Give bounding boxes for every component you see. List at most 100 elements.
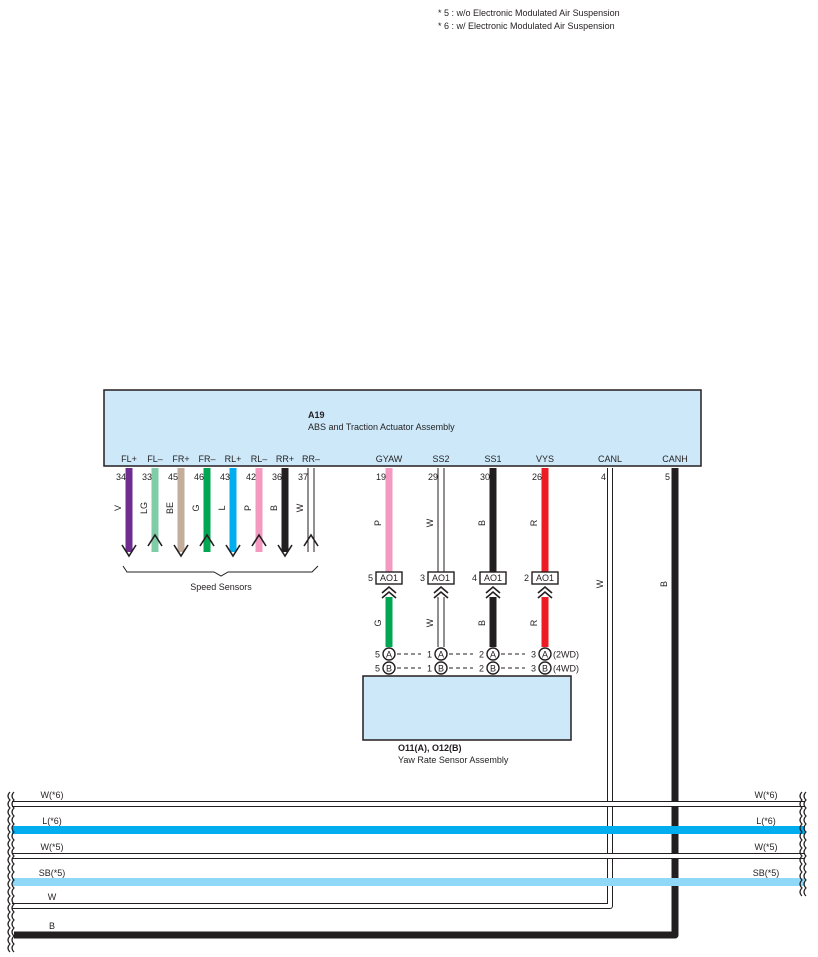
yaw-top-color-2: B <box>477 520 487 526</box>
connector-b-2 <box>486 661 500 675</box>
break-left-a <box>11 791 15 953</box>
speed-wire-color-2: BE <box>165 502 175 514</box>
canh-pin-name: CANH <box>662 454 688 464</box>
canl-pin-name: CANL <box>598 454 622 464</box>
canl-pin-num: 4 <box>601 472 606 482</box>
connector-b-pin-2: 2 <box>479 664 484 674</box>
connector-a-0 <box>382 647 396 661</box>
speed-sensors-brace <box>122 565 319 577</box>
connector-a-pin-2: 2 <box>479 650 484 660</box>
pin-name-5: RL– <box>251 454 268 464</box>
speed-arrow-6 <box>277 544 293 558</box>
connector-b-pin-3: 3 <box>531 664 536 674</box>
junction-box-1 <box>427 571 455 585</box>
pin-name-3: FR– <box>198 454 215 464</box>
yaw-sensor-box <box>362 675 572 741</box>
ecu-code: A19 <box>308 410 325 420</box>
speed-wire-color-7: W <box>295 503 305 512</box>
yaw-bot-color-3: R <box>529 619 539 626</box>
pin-num-2: 45 <box>168 472 178 482</box>
note-6: * 6 : w/ Electronic Modulated Air Suspen… <box>438 21 615 31</box>
bus-label-right-3: SB(*5) <box>753 868 780 878</box>
chevron-b-1 <box>433 590 449 599</box>
yaw-pin-num-0: 19 <box>376 472 386 482</box>
break-left-b <box>7 791 11 953</box>
connector-a-letter-2: A <box>490 650 496 660</box>
yaw-bot-color-2: B <box>477 620 487 626</box>
connector-b-letter-1: B <box>438 664 444 674</box>
junction-box-3 <box>531 571 559 585</box>
pin-name-7: RR– <box>302 454 320 464</box>
connector-a-1 <box>434 647 448 661</box>
sensor-name: Yaw Rate Sensor Assembly <box>398 755 509 765</box>
pin-name-4: RL+ <box>225 454 242 464</box>
canl-wire-core <box>12 468 612 908</box>
bus-label-left-4: W <box>48 892 57 902</box>
connector-b-1 <box>434 661 448 675</box>
bus-label-right-0: W(*6) <box>755 790 778 800</box>
speed-wire-color-0: V <box>113 505 123 511</box>
pin-num-6: 36 <box>272 472 282 482</box>
speed-wire-color-4: L <box>217 505 227 510</box>
connector-a-letter-1: A <box>438 650 444 660</box>
connector-b-0 <box>382 661 396 675</box>
speed-wire-color-3: G <box>191 504 201 511</box>
junction-name-1: AO1 <box>432 573 450 583</box>
connector-a-3 <box>538 647 552 661</box>
connector-b-letter-0: B <box>386 664 392 674</box>
pin-num-5: 42 <box>246 472 256 482</box>
junction-box-2 <box>479 571 507 585</box>
connector-b-pin-1: 1 <box>427 664 432 674</box>
bus-label-left-0: W(*6) <box>41 790 64 800</box>
pin-name-6: RR+ <box>276 454 294 464</box>
canl-wire-color: W <box>595 579 605 588</box>
junction-pin-0: 5 <box>368 573 373 583</box>
yaw-pin-name-3: VYS <box>536 454 554 464</box>
junction-name-0: AO1 <box>380 573 398 583</box>
break-right-a <box>803 791 807 897</box>
yaw-sensor-wires: GYAW19PAO15GAB55GYAWSS229WAO13WAB11YAW2S… <box>368 454 579 690</box>
bus-label-left-2: W(*5) <box>41 842 64 852</box>
speed-arrow-0 <box>121 544 137 558</box>
chevron-b-0 <box>381 590 397 599</box>
junction-box-0 <box>375 571 403 585</box>
yaw-pin-name-2: SS1 <box>484 454 501 464</box>
speed-arrow-3 <box>199 533 215 547</box>
speed-arrow-7 <box>303 533 319 547</box>
connector-a-2 <box>486 647 500 661</box>
bus-label-left-3: SB(*5) <box>39 868 66 878</box>
canh-wire <box>14 468 679 939</box>
pin-num-4: 43 <box>220 472 230 482</box>
connector-b-pin-0: 5 <box>375 664 380 674</box>
yaw-top-color-3: R <box>529 519 539 526</box>
bus-label-right-1: L(*6) <box>756 816 776 826</box>
yaw-bot-color-1: W <box>425 618 435 627</box>
speed-arrow-5 <box>251 533 267 547</box>
pin-name-2: FR+ <box>172 454 189 464</box>
canh-pin-num: 5 <box>665 472 670 482</box>
canh-wire-color: B <box>659 581 669 587</box>
chevron-a-1 <box>433 585 449 594</box>
connector-b-3 <box>538 661 552 675</box>
chevron-b-3 <box>537 590 553 599</box>
note-5: * 5 : w/o Electronic Modulated Air Suspe… <box>438 8 620 18</box>
note-2wd: (2WD) <box>553 650 579 660</box>
bus-label-right-2: W(*5) <box>755 842 778 852</box>
chevron-a-0 <box>381 585 397 594</box>
ecu-box <box>103 389 702 467</box>
bus-label-left-5: B <box>49 921 55 931</box>
yaw-bot-color-0: G <box>373 619 383 626</box>
note-4wd: (4WD) <box>553 664 579 674</box>
chevron-b-2 <box>485 590 501 599</box>
junction-name-3: AO1 <box>536 573 554 583</box>
yaw-top-color-0: P <box>373 520 383 526</box>
connector-a-letter-0: A <box>386 650 392 660</box>
pin-num-1: 33 <box>142 472 152 482</box>
pin-num-7: 37 <box>298 472 308 482</box>
connector-b-letter-2: B <box>490 664 496 674</box>
ecu-name: ABS and Traction Actuator Assembly <box>308 422 455 432</box>
connector-a-pin-1: 1 <box>427 650 432 660</box>
yaw-pin-num-3: 26 <box>532 472 542 482</box>
